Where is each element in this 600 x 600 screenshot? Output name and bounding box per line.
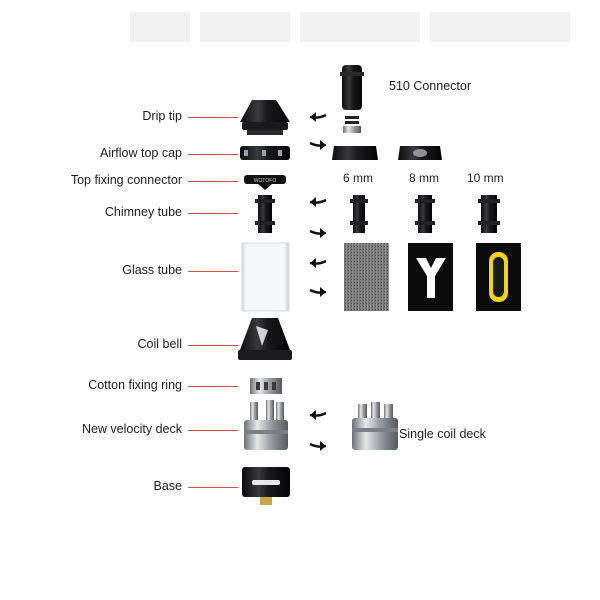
leader-top-fixing-connector <box>188 181 238 182</box>
swap-arrow-head-icon <box>320 287 326 297</box>
size-6mm: 6 mm <box>343 171 373 185</box>
size-10mm: 10 mm <box>467 171 504 185</box>
label-single-coil-deck: Single coil deck <box>399 427 486 441</box>
label-cotton-fixing-ring: Cotton fixing ring <box>88 378 182 392</box>
leader-glass-tube <box>188 271 238 272</box>
top-fixing-connector-part: WOTOFO <box>244 175 286 190</box>
glass-tube-clear <box>241 242 290 312</box>
leader-drip-tip <box>188 117 238 118</box>
label-glass-tube: Glass tube <box>122 263 182 277</box>
chimney-tube-6mm <box>350 195 368 233</box>
swap-arrow-head-icon <box>320 228 326 238</box>
glass-tube-mesh <box>344 243 389 311</box>
label-new-velocity-deck: New velocity deck <box>81 422 182 436</box>
swap-arrow-head-icon <box>310 258 316 268</box>
label-chimney-tube: Chimney tube <box>104 205 182 219</box>
chimney-tube-part <box>255 195 275 233</box>
label-top-fixing-connector: Top fixing connector <box>70 173 182 187</box>
leader-chimney-tube <box>188 213 238 214</box>
swap-arrow-head-icon <box>320 140 326 150</box>
swap-arrow-head-icon <box>320 441 326 451</box>
label-base: Base <box>153 479 183 493</box>
label-coil-bell: Coil bell <box>137 337 182 351</box>
drip-tip-part <box>240 100 290 135</box>
label-airflow-top-cap: Airflow top cap <box>100 146 182 160</box>
new-velocity-deck-part <box>244 400 288 450</box>
leader-airflow-top-cap <box>188 154 238 155</box>
airflow-top-cap-part <box>240 146 442 160</box>
glass-tube-window <box>476 243 521 311</box>
coil-bell-part <box>238 318 292 360</box>
size-8mm: 8 mm <box>409 171 439 185</box>
swap-arrow-head-icon <box>310 410 316 420</box>
engraving-text: WOTOFO <box>254 178 277 184</box>
arrow-layer <box>309 112 327 451</box>
base-part <box>242 467 290 505</box>
background-watermark <box>130 12 570 42</box>
leader-coil-bell <box>188 345 238 346</box>
label-drip-tip: Drip tip <box>142 109 182 123</box>
leader-base <box>188 487 238 488</box>
chimney-tube-8mm <box>415 195 435 233</box>
label-510-connector: 510 Connector <box>389 79 472 93</box>
leader-new-velocity-deck <box>188 430 238 431</box>
swap-arrow-head-icon <box>310 197 316 207</box>
connector-510-part <box>340 65 364 133</box>
chimney-tube-10mm <box>478 195 500 233</box>
glass-tube-y-logo <box>408 243 453 311</box>
leader-cotton-fixing-ring <box>188 386 238 387</box>
cotton-fixing-ring-part <box>250 378 282 394</box>
single-coil-deck-part <box>352 402 398 450</box>
swap-arrow-head-icon <box>310 112 316 122</box>
